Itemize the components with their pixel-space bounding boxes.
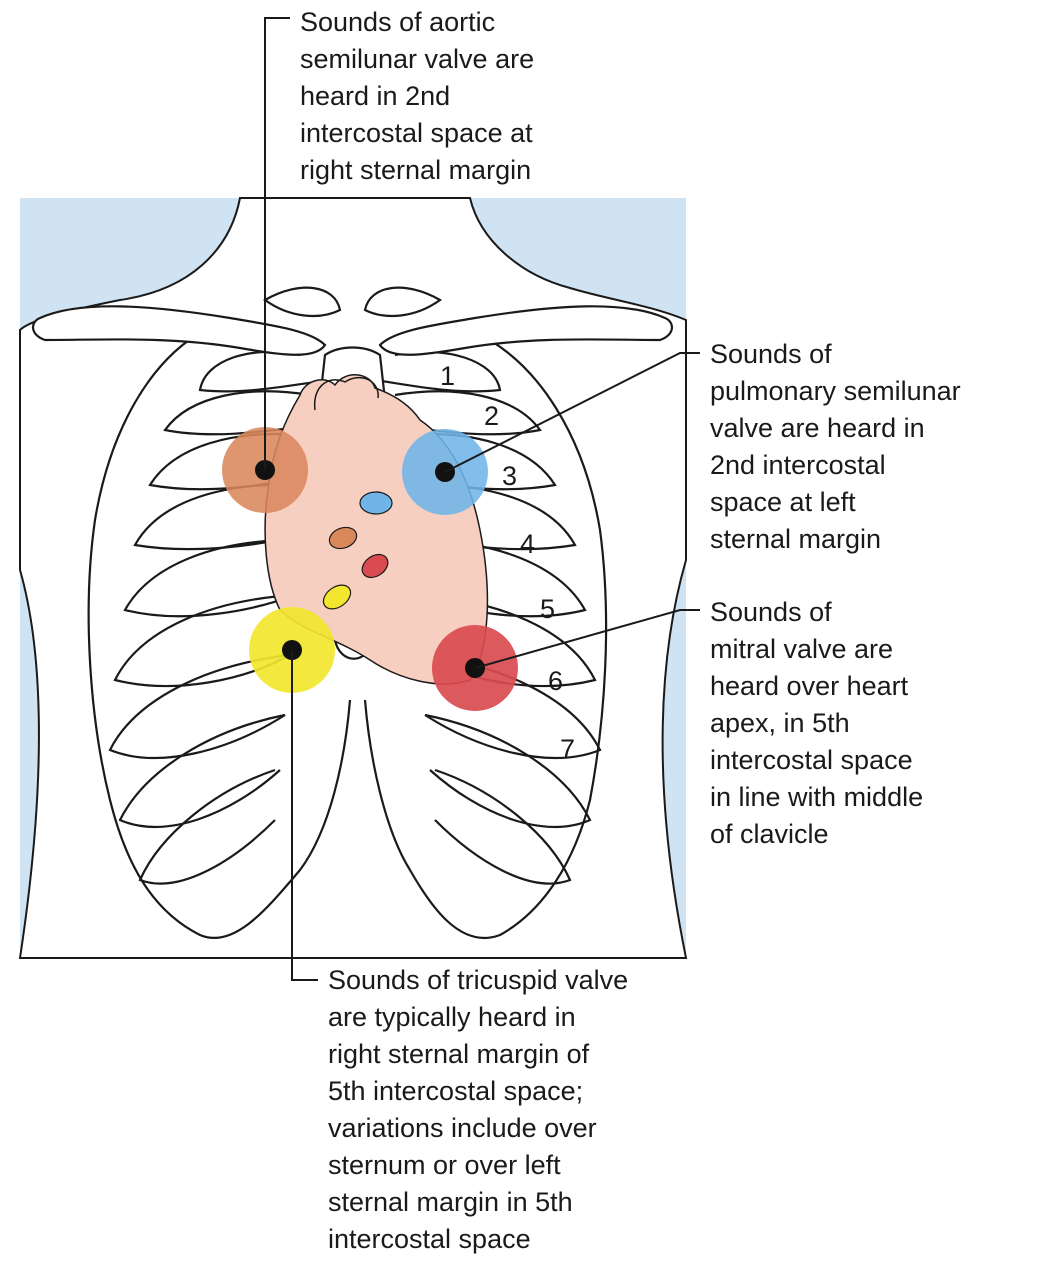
mitral-callout-line: in line with middle — [710, 779, 923, 816]
rib-number-6: 6 — [548, 666, 563, 696]
tricuspid-callout-line: Sounds of tricuspid valve — [328, 962, 628, 999]
rib-number-2: 2 — [484, 401, 499, 431]
rib-number-1: 1 — [440, 361, 455, 391]
mitral-callout-line: Sounds of — [710, 594, 923, 631]
tricuspid-callout-line: are typically heard in — [328, 999, 628, 1036]
aortic-callout-line: semilunar valve are — [300, 41, 534, 78]
tricuspid-callout: Sounds of tricuspid valve are typically … — [328, 962, 628, 1258]
mitral-callout-line: apex, in 5th — [710, 705, 923, 742]
pulmonary-callout-line: valve are heard in — [710, 410, 961, 447]
tricuspid-callout-line: sternal margin in 5th — [328, 1184, 628, 1221]
pulmonary-callout-line: pulmonary semilunar — [710, 373, 961, 410]
mitral-callout-line: intercostal space — [710, 742, 923, 779]
aortic-callout-line: right sternal margin — [300, 152, 534, 189]
rib-number-3: 3 — [502, 461, 517, 491]
pulmonary-callout-line: space at left — [710, 484, 961, 521]
rib-number-4: 4 — [520, 529, 535, 559]
mitral-callout: Sounds of mitral valve are heard over he… — [710, 594, 923, 853]
aortic-callout-line: intercostal space at — [300, 115, 534, 152]
aortic-callout-line: heard in 2nd — [300, 78, 534, 115]
mitral-callout-line: mitral valve are — [710, 631, 923, 668]
mitral-callout-line: heard over heart — [710, 668, 923, 705]
pulmonary-callout-line: 2nd intercostal — [710, 447, 961, 484]
tricuspid-callout-line: variations include over — [328, 1110, 628, 1147]
tricuspid-callout-line: 5th intercostal space; — [328, 1073, 628, 1110]
pulmonary-callout-line: Sounds of — [710, 336, 961, 373]
aortic-callout-line: Sounds of aortic — [300, 4, 534, 41]
mitral-callout-line: of clavicle — [710, 816, 923, 853]
pulmonary-callout: Sounds of pulmonary semilunar valve are … — [710, 336, 961, 558]
pulmonary-valve-marker — [360, 492, 392, 514]
rib-number-7: 7 — [560, 734, 575, 764]
rib-number-5: 5 — [540, 594, 555, 624]
tricuspid-callout-line: intercostal space — [328, 1221, 628, 1258]
tricuspid-callout-line: sternum or over left — [328, 1147, 628, 1184]
aortic-callout: Sounds of aortic semilunar valve are hea… — [300, 4, 534, 189]
pulmonary-callout-line: sternal margin — [710, 521, 961, 558]
tricuspid-callout-line: right sternal margin of — [328, 1036, 628, 1073]
